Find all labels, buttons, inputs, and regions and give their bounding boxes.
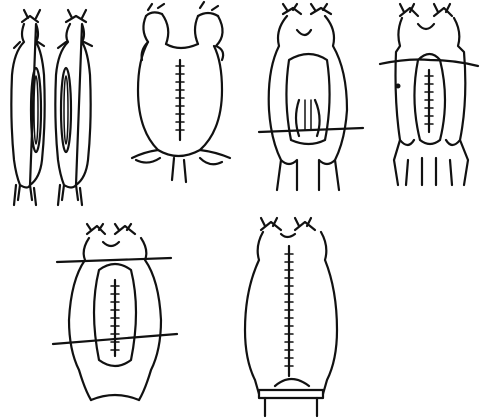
rat-pair-final [245,218,337,416]
panel-6-final-parabiotic-pair [225,210,355,420]
panel-2-sutured-rat [118,0,243,190]
rat-pair-ligated [380,4,478,185]
panel-4-joined-pair-sutured [378,0,484,195]
rat-pair-opened [259,4,363,190]
panel-1-two-rats-incised [0,0,110,210]
rat-right [55,10,92,205]
rat-pair-closed [53,224,177,400]
panel-5-joined-pair-closed [45,220,185,420]
panel-3-joined-pair-opened [253,0,373,195]
rat-left [11,10,44,205]
rat-pair-sutured [132,2,230,182]
